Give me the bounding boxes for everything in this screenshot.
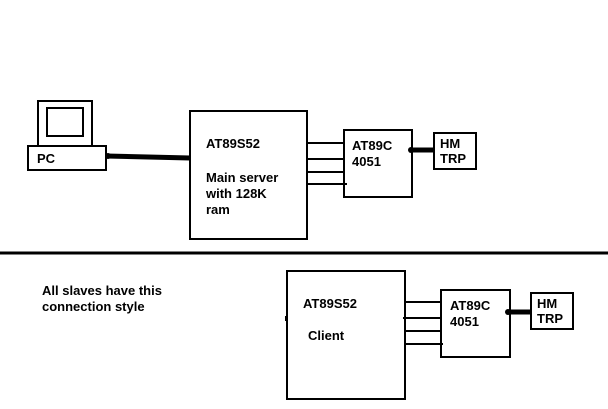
- client-radio-label-2: TRP: [537, 311, 563, 326]
- cable-end-dot: [105, 153, 111, 159]
- pc-screen: [46, 107, 84, 137]
- client-mux-box: [440, 289, 511, 358]
- main-server-chip: AT89S52: [206, 136, 260, 151]
- main-server-desc-2: with 128K: [205, 186, 267, 201]
- radio-label-2: TRP: [440, 151, 466, 166]
- radio-label-1: HM: [440, 136, 460, 151]
- client-box: [286, 270, 406, 400]
- main-server-desc-3: ram: [206, 202, 230, 217]
- pc-label: PC: [37, 151, 56, 166]
- server-mux-bus: [307, 142, 347, 185]
- client-mux-label-2: 4051: [450, 314, 479, 329]
- client-chip: AT89S52: [303, 296, 357, 311]
- mux-label-2: 4051: [352, 154, 381, 169]
- pc-serial-cable: [105, 153, 191, 161]
- link-dot: [505, 309, 511, 315]
- client-mux-bus: [403, 301, 443, 345]
- client-radio-label-1: HM: [537, 296, 557, 311]
- main-server-box: [189, 110, 308, 240]
- client-port: [285, 316, 288, 321]
- note-line-2: connection style: [42, 299, 145, 314]
- note-line-1: All slaves have this: [42, 283, 162, 298]
- client-desc: Client: [308, 328, 345, 343]
- mux-box: [343, 129, 413, 198]
- main-server-desc-1: Main server: [206, 170, 278, 185]
- link-dot: [408, 147, 414, 153]
- radio-box: [433, 132, 477, 170]
- client-mux-label-1: AT89C: [450, 298, 491, 313]
- client-radio-box: [530, 292, 574, 330]
- mux-label-1: AT89C: [352, 138, 393, 153]
